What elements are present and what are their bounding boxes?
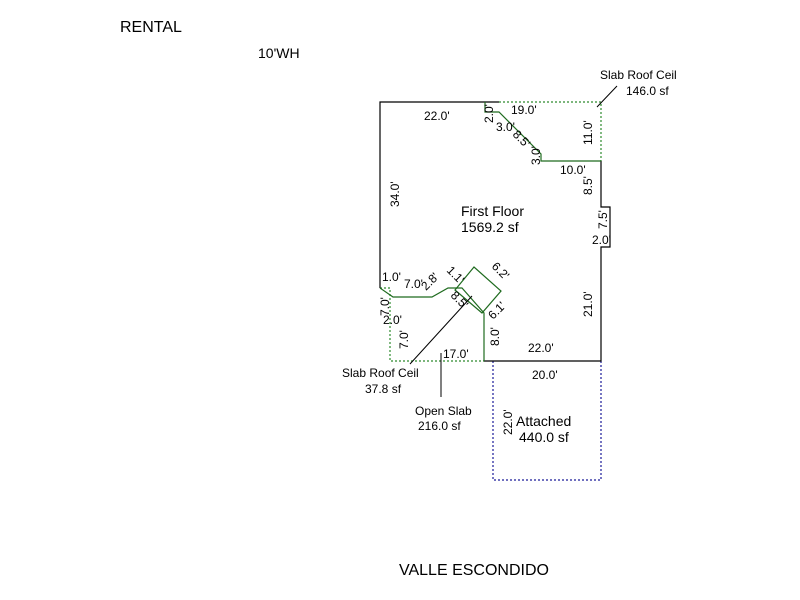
attached-garage-outline <box>492 361 602 481</box>
dim-label: 17.0' <box>443 347 469 361</box>
dim-label: 3.0' <box>529 146 543 165</box>
first-floor-wall-right <box>484 161 611 362</box>
first-floor-name: First Floor <box>461 203 524 219</box>
dim-label: 2.0' <box>383 313 402 327</box>
slab-roof-bottom-name: Slab Roof Ceil <box>342 366 419 380</box>
open-slab-name: Open Slab <box>415 404 472 418</box>
dim-label: 22.0' <box>528 341 554 355</box>
open-slab-size: 216.0 sf <box>418 419 461 433</box>
slab-roof-bottom-outline <box>380 287 484 362</box>
dim-label: 7.5' <box>596 210 610 229</box>
dim-label: 7.0' <box>397 330 411 349</box>
attached-size: 440.0 sf <box>519 429 569 445</box>
dim-label: 8.0' <box>488 327 502 346</box>
dim-label: 10.0' <box>560 163 586 177</box>
plan-title: RENTAL <box>120 19 182 36</box>
dim-label: 11.0' <box>581 120 595 145</box>
dim-label: 19.0' <box>511 103 537 117</box>
dim-label: 3.0' <box>496 120 515 134</box>
leader-slab-roof-bottom <box>409 295 473 365</box>
dim-label: 22.0' <box>424 109 450 123</box>
interior-boundary-bottom <box>379 287 485 361</box>
dim-label: 6.1' <box>485 299 508 322</box>
slab-roof-top-size: 146.0 sf <box>626 84 669 98</box>
first-floor-size: 1569.2 sf <box>461 219 519 235</box>
attached-name: Attached <box>516 413 571 429</box>
dim-label: 1.0' <box>382 270 401 284</box>
first-floor-wall-top-left <box>379 101 499 288</box>
dim-label: 1.1' <box>444 263 467 286</box>
dim-label: 2.0' <box>592 233 611 247</box>
slab-roof-top-name: Slab Roof Ceil <box>600 68 677 82</box>
location-label: VALLE ESCONDIDO <box>399 562 549 579</box>
slab-roof-bottom-size: 37.8 sf <box>365 382 402 396</box>
leader-slab-roof-top <box>596 85 618 108</box>
dim-label: 2.0' <box>482 104 496 123</box>
interior-boundary-top <box>484 102 601 162</box>
dim-label: 8.5' <box>448 288 471 311</box>
dim-label: 7.0' <box>378 297 392 316</box>
bay-box-outline <box>454 266 502 314</box>
dim-label: 6.2' <box>489 259 512 282</box>
dim-label: 20.0' <box>532 368 558 382</box>
dim-label: 21.0' <box>581 291 595 317</box>
dim-label: 34.0' <box>388 181 402 207</box>
dim-label: 22.0' <box>501 409 515 435</box>
dim-label: 8.5' <box>581 176 595 195</box>
slab-roof-top-outline <box>499 101 602 161</box>
plan-subtitle: 10'WH <box>258 45 300 61</box>
dim-label: 7.0' <box>404 277 423 291</box>
